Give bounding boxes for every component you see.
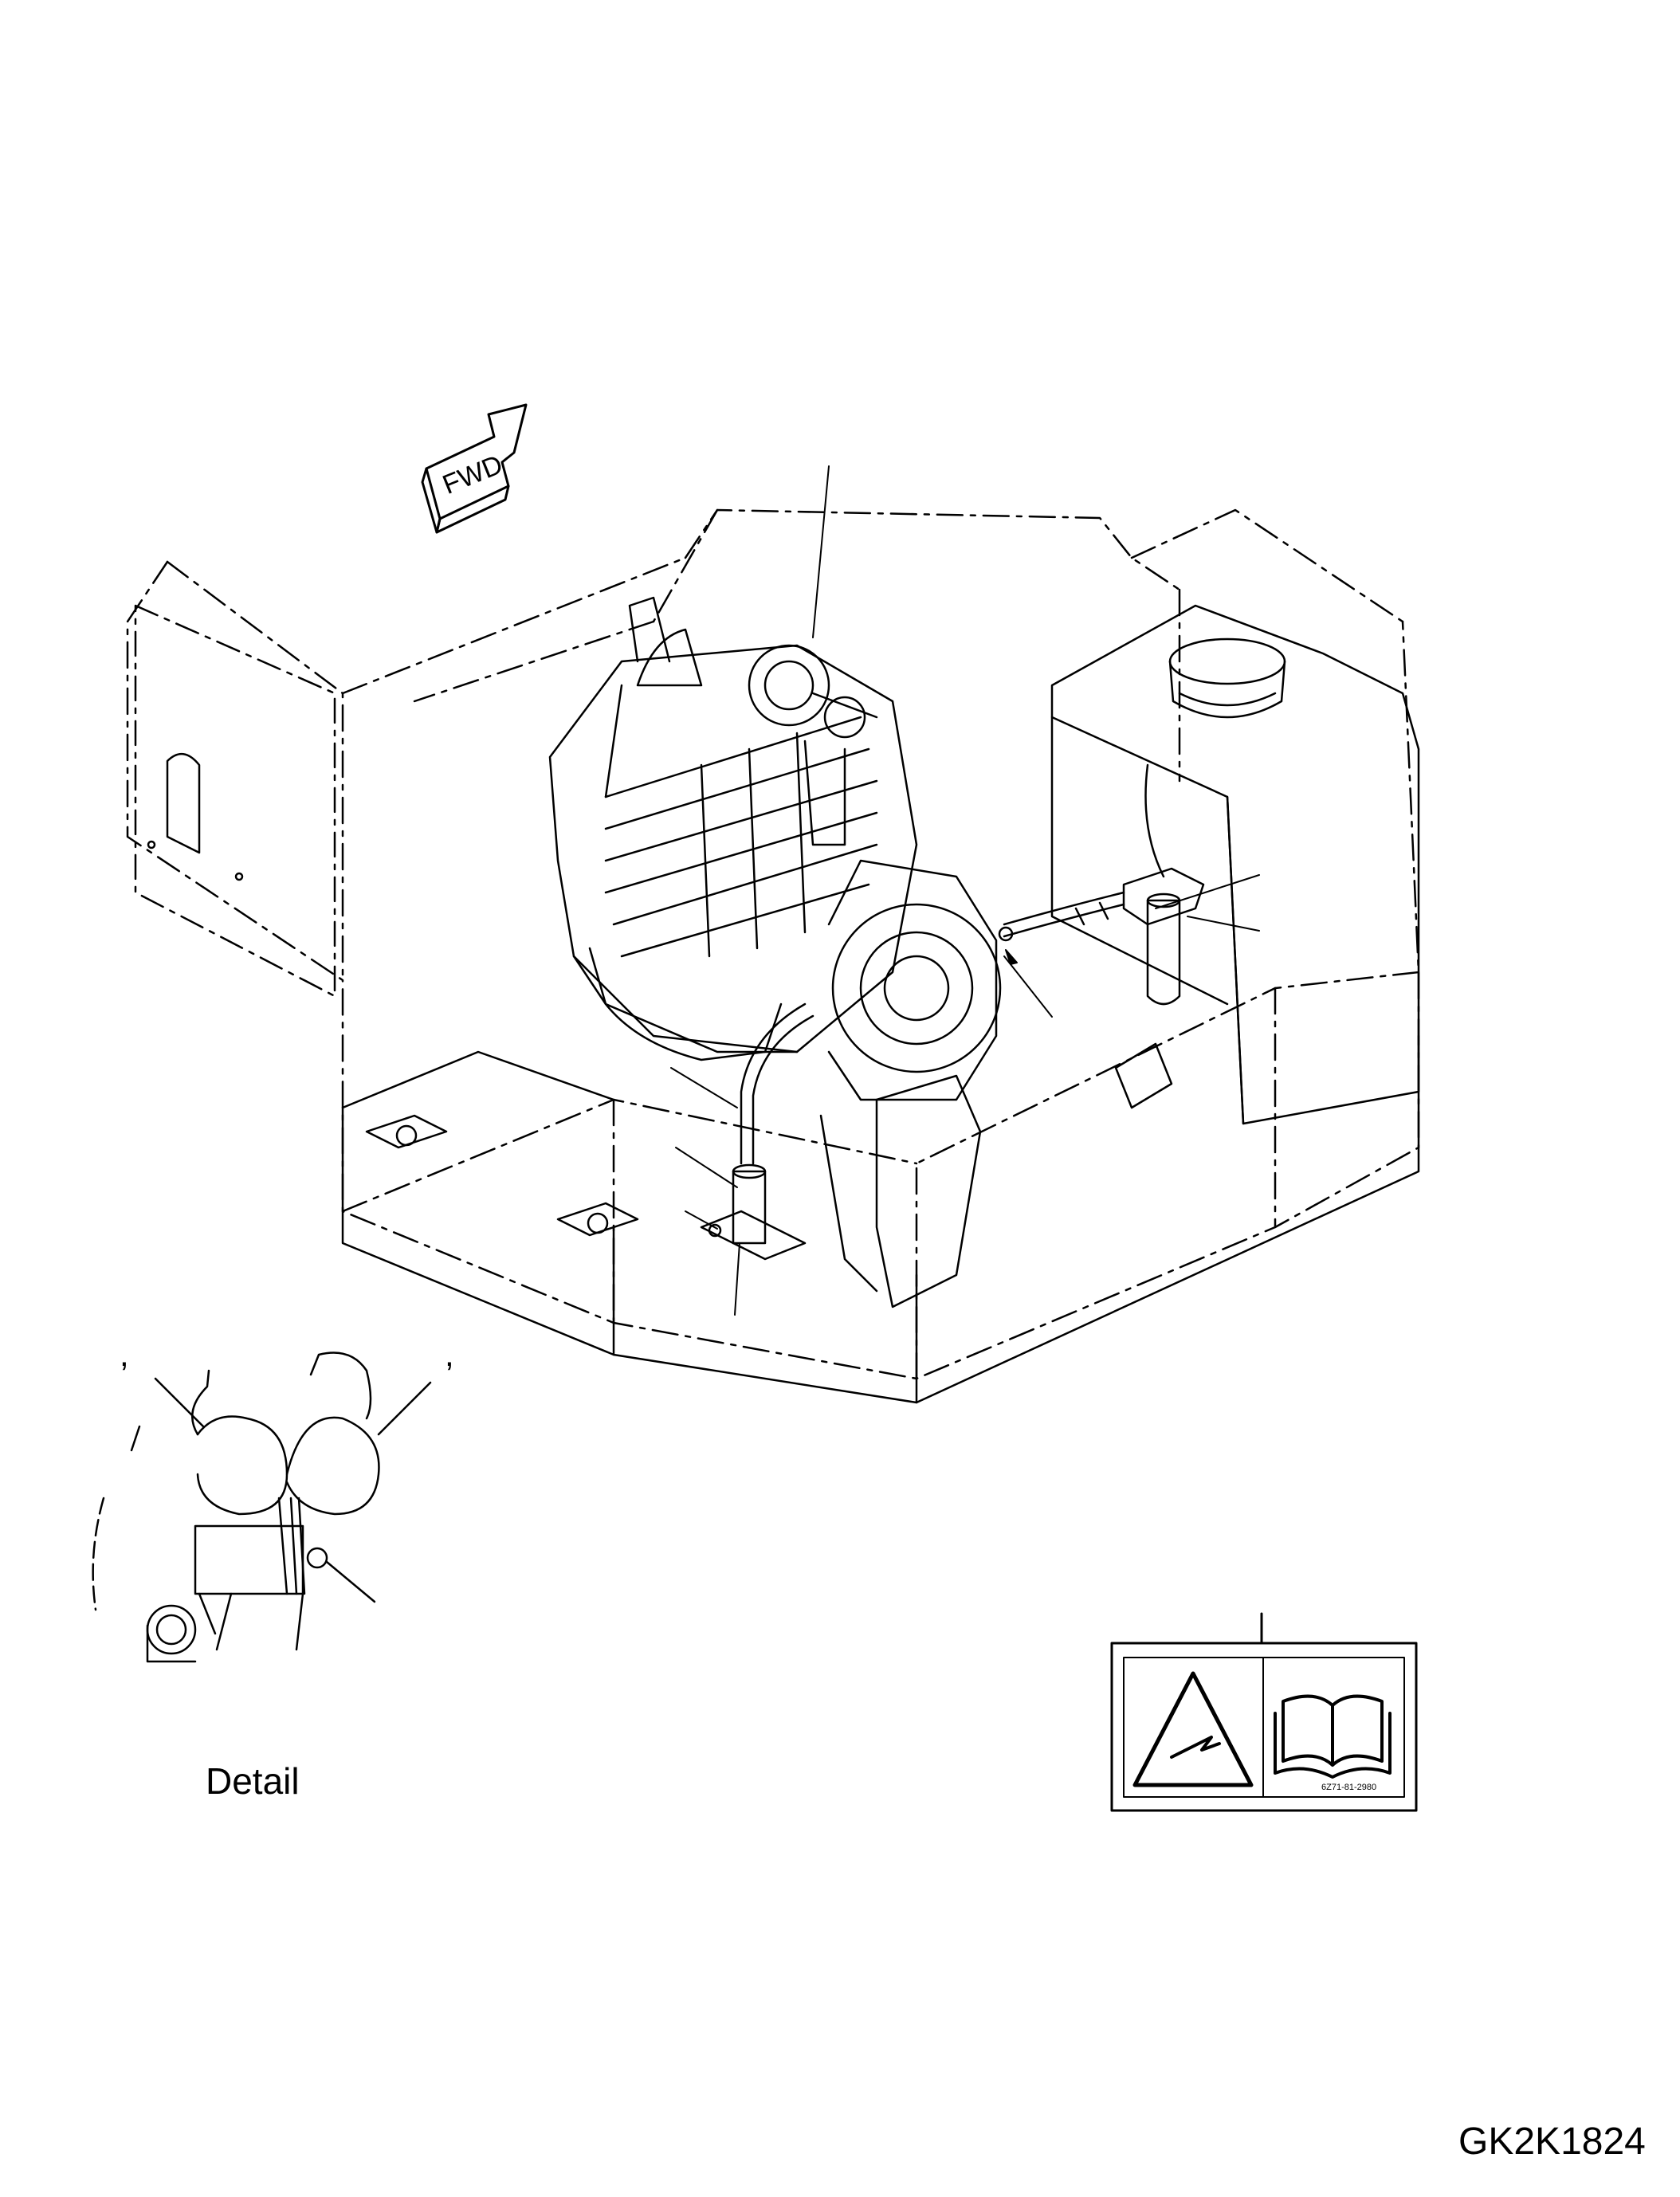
leader-lines <box>670 465 1260 1316</box>
drawing-code: GK2K1824 <box>1458 2120 1646 2163</box>
warning-triangle-icon <box>1132 1671 1254 1787</box>
warning-label-part-code: 6Z71-81-2980 <box>1321 1783 1377 1792</box>
engine-block <box>548 596 1002 1101</box>
forward-arrow-icon <box>425 403 528 520</box>
detail-view <box>92 1352 432 1663</box>
hydraulic-tank <box>998 604 1420 1125</box>
warning-label <box>1110 1612 1418 1812</box>
manual-book-icon <box>1274 1694 1391 1779</box>
base-frame <box>341 1034 1420 1404</box>
upper-frame-outline <box>126 508 1420 1380</box>
left-side-plate <box>134 604 336 998</box>
engine-mount <box>819 1074 982 1308</box>
detail-apostrophe-right: , <box>445 1336 454 1373</box>
fwd-arrow-sign: FWD <box>421 403 528 534</box>
oil-drain-pipe <box>700 1002 814 1261</box>
detail-caption: Detail <box>206 1760 300 1802</box>
detail-apostrophe-left: , <box>120 1336 129 1373</box>
